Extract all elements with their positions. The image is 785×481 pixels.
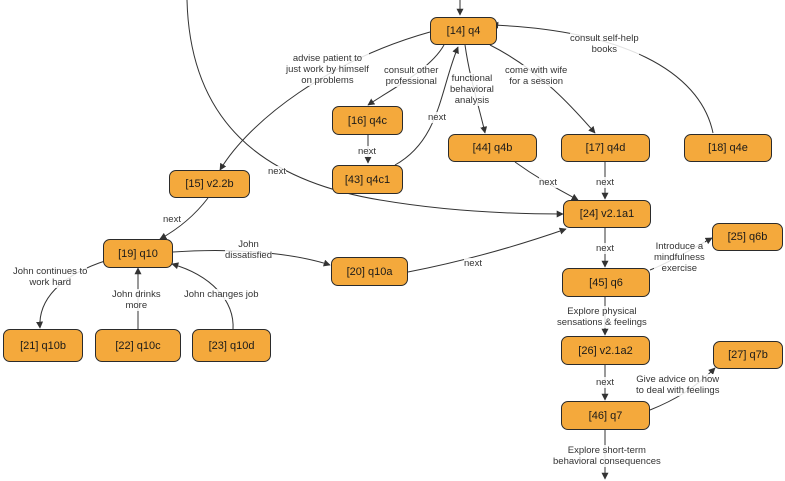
edge-label-line: on problems xyxy=(301,75,354,86)
edge-label-line: John xyxy=(238,239,259,250)
node-27-q7b[interactable]: [27] q7b xyxy=(713,341,783,369)
edge-label-line: consult other xyxy=(384,65,439,76)
edge-label-line: behavioral consequences xyxy=(553,456,661,467)
edge-label-next-44-24: next xyxy=(539,177,557,188)
node-18-q4e[interactable]: [18] q4e xyxy=(684,134,772,162)
edge-label-next-15-19: next xyxy=(163,214,181,225)
edge-label-next-16-43: next xyxy=(358,146,376,157)
edge-label-next-26-46: next xyxy=(596,377,614,388)
edge-label-functional-analysis: functional behavioral analysis xyxy=(450,73,494,106)
node-20-q10a[interactable]: [20] q10a xyxy=(331,257,408,286)
edge-label-short-term: Explore short-term behavioral consequenc… xyxy=(553,445,661,467)
edge-label-line: exercise xyxy=(661,263,698,274)
edge-14-to-15 xyxy=(219,31,431,171)
edge-label-john-drinks: John drinks more xyxy=(112,289,161,311)
edge-20-to-24 xyxy=(407,227,567,273)
edge-label-line: advise patient to xyxy=(292,53,363,64)
edge-label-line: behavioral xyxy=(450,84,494,95)
edge-label-next-17-24: next xyxy=(596,177,614,188)
node-22-q10c[interactable]: [22] q10c xyxy=(95,329,181,362)
edge-label-line: next xyxy=(428,112,446,123)
edge-label-line: John continues to xyxy=(13,266,88,277)
edge-label-advise: advise patient to just work by himself o… xyxy=(286,53,369,86)
edge-label-line: next xyxy=(163,214,181,225)
edge-label-john-changes-job: John changes job xyxy=(184,289,259,300)
edge-label-line: John changes job xyxy=(184,289,259,300)
edge-label-come-with-wife: come with wife for a session xyxy=(505,65,568,87)
edge-19-to-21 xyxy=(36,259,109,329)
edge-label-line: next xyxy=(268,166,286,177)
edge-label-mindfulness: Introduce a mindfulness exercise xyxy=(654,241,705,274)
node-44-q4b[interactable]: [44] q4b xyxy=(448,134,537,162)
node-43-q4c1[interactable]: [43] q4c1 xyxy=(332,165,403,194)
node-24-v2-1a1[interactable]: [24] v2.1a1 xyxy=(563,200,651,228)
node-14-q4[interactable]: [14] q4 xyxy=(430,17,497,45)
edge-label-next-top-24: next xyxy=(268,166,286,177)
edge-14-to-17 xyxy=(489,44,596,134)
edge-label-explore-physical: Explore physical sensations & feelings xyxy=(557,306,647,328)
edge-label-line: Give advice on how xyxy=(636,374,720,385)
node-26-v2-1a2[interactable]: [26] v2.1a2 xyxy=(561,336,650,365)
edge-label-line: sensations & feelings xyxy=(557,317,647,328)
edge-label-line: consult self-help xyxy=(570,33,639,44)
edge-label-line: just work by himself xyxy=(286,64,369,75)
edge-label-line: Explore physical xyxy=(567,306,637,317)
edge-label-consult-professional: consult other professional xyxy=(384,65,439,87)
node-45-q6[interactable]: [45] q6 xyxy=(562,268,650,297)
edge-label-next-43-14: next xyxy=(428,112,446,123)
edge-label-line: Explore short-term xyxy=(567,445,646,456)
edge-label-line: for a session xyxy=(509,76,564,87)
edge-top-to-24 xyxy=(186,0,564,218)
edge-label-line: analysis xyxy=(454,95,490,106)
edge-label-line: to deal with feelings xyxy=(636,385,720,396)
edge-label-next-24-45: next xyxy=(596,243,614,254)
edge-label-line: next xyxy=(539,177,557,188)
edge-label-self-help: consult self-help books xyxy=(570,33,639,55)
edge-label-john-continues: John continues to work hard xyxy=(13,266,88,288)
edge-label-line: dissatisfied xyxy=(225,250,272,261)
edge-label-line: books xyxy=(591,44,617,55)
edge-label-line: next xyxy=(596,243,614,254)
node-15-v2-2b[interactable]: [15] v2.2b xyxy=(169,170,250,198)
edge-label-line: work hard xyxy=(29,277,72,288)
edge-label-line: come with wife xyxy=(505,65,568,76)
node-16-q4c[interactable]: [16] q4c xyxy=(332,106,403,135)
edge-15-to-19 xyxy=(159,197,209,240)
edge-label-advice-feelings: Give advice on how to deal with feelings xyxy=(636,374,720,396)
edge-label-line: Introduce a xyxy=(655,241,704,252)
node-46-q7[interactable]: [46] q7 xyxy=(561,401,650,430)
edge-label-line: next xyxy=(596,377,614,388)
edge-label-line: next xyxy=(464,258,482,269)
node-17-q4d[interactable]: [17] q4d xyxy=(561,134,650,162)
node-23-q10d[interactable]: [23] q10d xyxy=(192,329,271,362)
edge-label-john-dissatisfied: John dissatisfied xyxy=(225,239,272,261)
edge-label-line: mindfulness xyxy=(654,252,705,263)
edge-label-line: functional xyxy=(451,73,493,84)
node-19-q10[interactable]: [19] q10 xyxy=(103,239,173,268)
node-21-q10b[interactable]: [21] q10b xyxy=(3,329,83,362)
edge-label-line: John drinks xyxy=(112,289,161,300)
node-25-q6b[interactable]: [25] q6b xyxy=(712,223,783,251)
edge-label-line: more xyxy=(125,300,148,311)
edge-label-line: next xyxy=(358,146,376,157)
edge-label-next-20-24: next xyxy=(464,258,482,269)
edge-14-to-18 xyxy=(491,21,714,134)
edge-label-line: professional xyxy=(385,76,437,87)
edge-label-line: next xyxy=(596,177,614,188)
